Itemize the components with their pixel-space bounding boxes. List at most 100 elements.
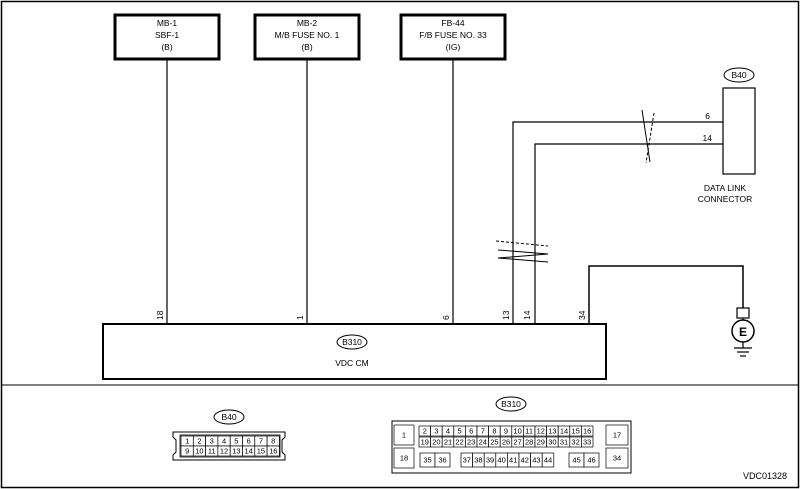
b310-pin-20: 20 — [430, 436, 443, 448]
b310-pin-45: 45 — [568, 452, 585, 468]
fuse-fb44-line3: (IG) — [446, 42, 461, 52]
svg-text:9: 9 — [504, 427, 508, 436]
svg-text:34: 34 — [613, 454, 621, 463]
b40-pin-14: 14 — [242, 445, 256, 457]
svg-text:13: 13 — [232, 447, 240, 456]
b310-pin-14: 14 — [557, 425, 571, 437]
fuse-mb2-line1: MB-2 — [297, 18, 318, 28]
b310-pin-19: 19 — [418, 436, 431, 448]
svg-text:7: 7 — [481, 427, 485, 436]
svg-text:4: 4 — [222, 437, 226, 446]
b310-pin-11: 11 — [523, 425, 536, 437]
svg-text:43: 43 — [532, 456, 540, 465]
svg-text:24: 24 — [479, 438, 487, 447]
b310-pin-29: 29 — [534, 436, 547, 448]
svg-text:37: 37 — [463, 456, 471, 465]
b310-face-label: B310 — [501, 399, 521, 409]
svg-text:9: 9 — [185, 447, 189, 456]
svg-text:1: 1 — [185, 437, 189, 446]
b40-pin-5: 5 — [229, 435, 243, 447]
svg-text:45: 45 — [572, 456, 580, 465]
b40-pin-12: 12 — [217, 445, 231, 457]
b40-pin-4: 4 — [217, 435, 231, 447]
b310-pin-7: 7 — [476, 425, 489, 437]
svg-text:7: 7 — [259, 437, 263, 446]
b310-pin-21: 21 — [441, 436, 455, 448]
b310-pin-31: 31 — [557, 436, 571, 448]
svg-text:20: 20 — [432, 438, 440, 447]
svg-text:38: 38 — [474, 456, 482, 465]
svg-text:26: 26 — [502, 438, 510, 447]
svg-text:12: 12 — [220, 447, 228, 456]
b310-pin-37: 37 — [460, 452, 473, 468]
dlc-connector-label: B40 — [731, 70, 746, 80]
svg-text:36: 36 — [438, 456, 446, 465]
svg-text:13: 13 — [548, 427, 556, 436]
svg-text:14: 14 — [244, 447, 252, 456]
svg-text:4: 4 — [446, 427, 450, 436]
svg-text:1: 1 — [402, 431, 406, 440]
svg-text:25: 25 — [490, 438, 498, 447]
b310-pin-34: 34 — [605, 447, 629, 469]
pin-label-13: 13 — [501, 310, 511, 320]
b310-pin-40: 40 — [495, 452, 508, 468]
dlc-pin-14: 14 — [703, 133, 713, 143]
b40-pin-6: 6 — [242, 435, 256, 447]
svg-text:31: 31 — [560, 438, 568, 447]
pin-label-14: 14 — [522, 310, 532, 320]
b310-pin-41: 41 — [507, 452, 520, 468]
svg-text:3: 3 — [210, 437, 214, 446]
svg-text:33: 33 — [583, 438, 591, 447]
fuse-mb2-line2: M/B FUSE NO. 1 — [275, 30, 340, 40]
b310-pin-35: 35 — [419, 452, 436, 468]
module-connector-label: B310 — [342, 337, 362, 347]
b310-pin-22: 22 — [453, 436, 466, 448]
b40-pin-10: 10 — [192, 445, 206, 457]
wire-pin14-dlc14 — [534, 143, 723, 324]
b310-pin-5: 5 — [453, 425, 466, 437]
fuse-box-fb44: FB-44 F/B FUSE NO. 33 (IG) — [399, 13, 507, 61]
pin-label-6: 6 — [441, 315, 451, 320]
fuse-fb44-line2: F/B FUSE NO. 33 — [419, 30, 487, 40]
svg-text:19: 19 — [421, 438, 429, 447]
dlc-pin-6: 6 — [705, 111, 710, 121]
svg-text:6: 6 — [469, 427, 473, 436]
module-name: VDC CM — [335, 358, 369, 368]
svg-text:3: 3 — [434, 427, 438, 436]
b310-pin-6: 6 — [465, 425, 478, 437]
b310-pin-36: 36 — [434, 452, 451, 468]
b310-pin-10: 10 — [511, 425, 524, 437]
b310-face-tag — [495, 396, 527, 412]
b310-pin-12: 12 — [534, 425, 547, 437]
b310-pin-18: 18 — [393, 447, 415, 469]
svg-text:10: 10 — [513, 427, 521, 436]
b310-pin-1: 1 — [393, 424, 415, 446]
svg-text:5: 5 — [234, 437, 238, 446]
b40-pin-9: 9 — [180, 445, 194, 457]
twisted-pair-symbol-horizontal — [641, 109, 655, 164]
svg-text:15: 15 — [571, 427, 579, 436]
pin-label-18: 18 — [155, 310, 165, 320]
svg-text:14: 14 — [560, 427, 568, 436]
svg-text:15: 15 — [257, 447, 265, 456]
b310-pin-2: 2 — [418, 425, 431, 437]
b310-pin-16: 16 — [581, 425, 594, 437]
b310-pin-32: 32 — [569, 436, 582, 448]
b40-pin-1: 1 — [180, 435, 194, 447]
b40-pin-11: 11 — [205, 445, 219, 457]
svg-text:28: 28 — [525, 438, 533, 447]
b310-pin-3: 3 — [430, 425, 443, 437]
fuse-box-mb2: MB-2 M/B FUSE NO. 1 (B) — [253, 13, 361, 61]
b310-pin-17: 17 — [605, 424, 629, 446]
svg-text:22: 22 — [455, 438, 463, 447]
b310-pin-33: 33 — [581, 436, 594, 448]
b310-pin-44: 44 — [541, 452, 555, 468]
ground-symbol: E — [731, 307, 755, 357]
fuse-mb2-line3: (B) — [301, 42, 313, 52]
b310-pin-13: 13 — [546, 425, 559, 437]
svg-text:40: 40 — [497, 456, 505, 465]
fuse-fb44-line1: FB-44 — [441, 18, 464, 28]
